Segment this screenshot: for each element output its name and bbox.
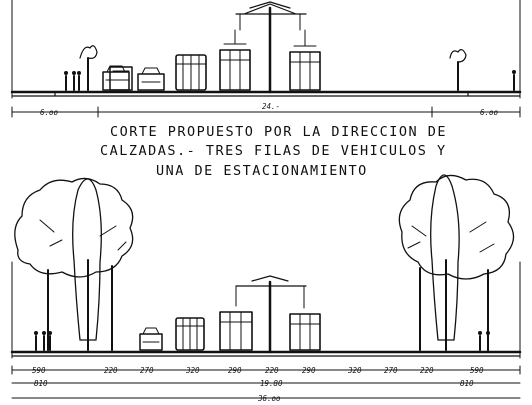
dim-row1-3: 270 — [140, 366, 154, 375]
top-car-1-icon — [102, 65, 130, 91]
top-tree-left-icon — [79, 45, 98, 91]
dim-row2-center: 19.80 — [260, 379, 283, 388]
bottom-cross-section: 590 220 270 320 290 220 290 320 270 220 … — [10, 174, 522, 403]
top-car-2-icon — [109, 66, 133, 91]
bottom-pedestrians-right-icon — [478, 331, 490, 351]
top-ground-line — [10, 0, 522, 99]
bottom-tram-pole-icon — [235, 275, 307, 354]
top-dimension-line — [11, 106, 521, 118]
caption: CORTE PROPUESTO POR LA DIRECCION DE CALZ… — [100, 124, 447, 179]
dim-row1-2: 220 — [104, 366, 118, 375]
top-tram-right-icon — [289, 29, 321, 91]
bottom-ground-line — [10, 261, 522, 359]
dim-row1-9: 270 — [384, 366, 398, 375]
top-pedestrians-left-icon — [64, 71, 81, 91]
dim-row1-1: 590 — [32, 366, 46, 375]
top-cross-section: 6.oo 24.- 6.oo — [10, 0, 522, 118]
dim-row2-left: 810 — [34, 379, 48, 388]
dim-row1-8: 320 — [347, 366, 362, 375]
dim-row2-right: 810 — [460, 379, 474, 388]
dim-row1-6: 220 — [265, 366, 279, 375]
caption-line-2: CALZADAS.- TRES FILAS DE VEHICULOS Y — [100, 143, 447, 159]
top-bus-icon — [175, 54, 207, 91]
bottom-car-icon — [139, 327, 163, 351]
top-tree-right-icon — [449, 49, 467, 91]
bottom-tram-left-icon — [219, 285, 253, 351]
bottom-bus-icon — [175, 317, 205, 351]
top-pedestrian-right-icon — [512, 70, 516, 91]
caption-line-3: UNA DE ESTACIONAMIENTO — [156, 163, 368, 179]
top-car-3-icon — [137, 67, 165, 91]
tree-cluster-right-icon — [398, 174, 515, 351]
dim-row1-10: 220 — [420, 366, 434, 375]
bottom-pedestrians-left-icon — [34, 331, 52, 351]
bottom-tram-right-icon — [289, 285, 321, 351]
dim-row1-11: 590 — [470, 366, 484, 375]
dim-row1-4: 320 — [185, 366, 200, 375]
top-dim-right-sidewalk: 6.oo — [480, 108, 499, 117]
top-dim-left-sidewalk: 6.oo — [40, 108, 59, 117]
tree-cluster-left-icon — [14, 177, 134, 351]
dim-row1-5: 290 — [228, 366, 242, 375]
top-dim-roadway: 24.- — [262, 102, 280, 111]
caption-line-1: CORTE PROPUESTO POR LA DIRECCION DE — [110, 124, 447, 140]
dim-row1-7: 290 — [302, 366, 316, 375]
top-tram-pole-icon — [235, 1, 307, 94]
dim-row3-total: 36.oo — [257, 394, 281, 403]
top-tram-left-icon — [219, 29, 251, 91]
bottom-dimension-lines — [11, 365, 521, 399]
